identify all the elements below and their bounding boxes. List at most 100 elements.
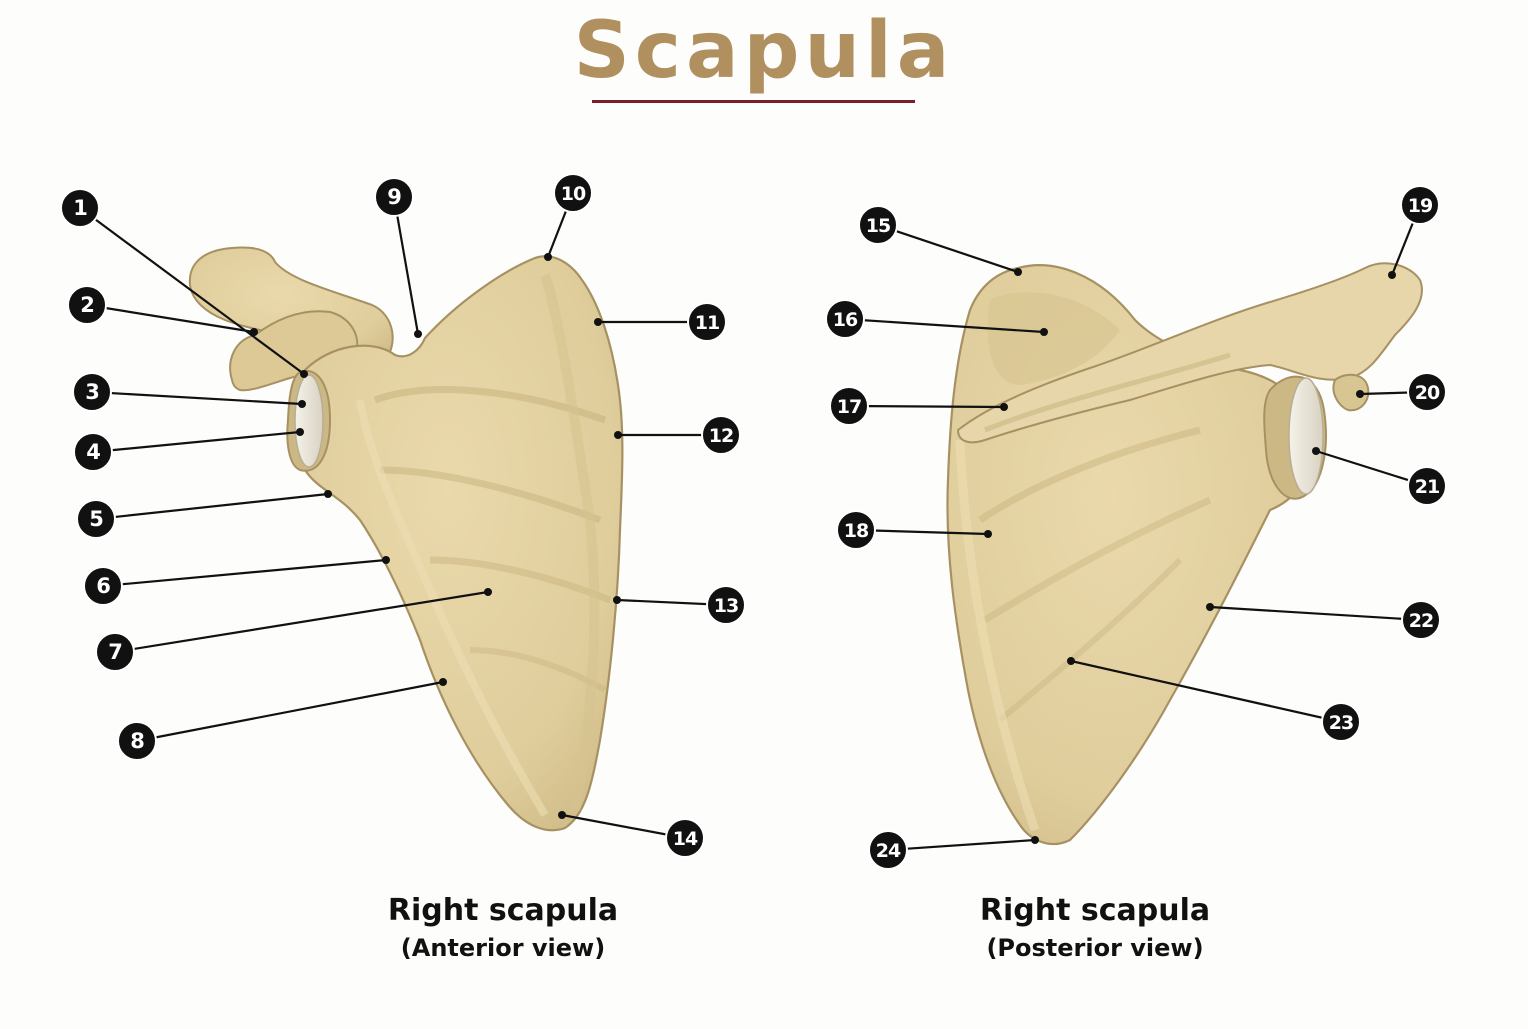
leader-line-9: [392, 196, 420, 335]
pointer-dot-22: [1206, 603, 1214, 611]
caption-posterior-view: (Posterior view): [986, 934, 1204, 962]
marker-13: [706, 585, 746, 625]
marker-number-2: 2: [80, 293, 94, 317]
leader-line-1: [79, 207, 305, 375]
pointer-dot-17: [1000, 403, 1008, 411]
marker-number-7: 7: [108, 640, 122, 664]
pointer-dot-16: [1040, 328, 1048, 336]
leader-line-5: [95, 492, 329, 521]
leader-line-4: [92, 430, 301, 454]
marker-23: [1321, 702, 1361, 742]
marker-number-13: 13: [714, 595, 738, 617]
marker-7: [95, 632, 135, 672]
marker-11: [687, 302, 727, 342]
leader-line-2: [86, 303, 255, 334]
marker-14: [665, 818, 705, 858]
coracoid-posterior: [1332, 373, 1370, 412]
leader-line-15: [877, 223, 1019, 274]
marker-number-19: 19: [1408, 195, 1432, 217]
pointer-dot-18: [984, 530, 992, 538]
leader-line-18: [855, 528, 989, 536]
marker-12: [701, 415, 741, 455]
marker-3: [72, 372, 112, 412]
marker-number-12: 12: [709, 425, 733, 447]
leader-line-17: [848, 404, 1005, 409]
marker-number-21: 21: [1415, 476, 1439, 498]
marker-6: [83, 566, 123, 606]
page-title: Scapula: [573, 6, 955, 96]
pointer-dot-4: [296, 428, 304, 436]
pointer-dot-11: [594, 318, 602, 326]
marker-number-8: 8: [130, 729, 144, 753]
leader-line-24: [887, 838, 1036, 852]
marker-18: [836, 510, 876, 550]
leader-line-22: [1209, 605, 1422, 622]
marker-number-20: 20: [1415, 382, 1440, 404]
marker-number-5: 5: [89, 507, 103, 531]
marker-8: [117, 721, 157, 761]
pointer-dot-6: [382, 556, 390, 564]
pointer-dot-5: [324, 490, 332, 498]
marker-number-10: 10: [561, 183, 586, 205]
scapula-posterior-view: [946, 262, 1423, 846]
marker-15: [858, 205, 898, 245]
marker-number-9: 9: [387, 185, 401, 209]
pointer-dot-9: [414, 330, 422, 338]
pointer-dot-13: [613, 596, 621, 604]
pointer-dot-14: [558, 811, 566, 819]
leader-line-8: [136, 680, 444, 743]
leader-line-23: [1070, 659, 1342, 724]
marker-5: [76, 499, 116, 539]
marker-number-17: 17: [837, 396, 861, 418]
pointer-dot-10: [544, 253, 552, 261]
pointer-dot-8: [439, 678, 447, 686]
leader-line-3: [91, 390, 303, 406]
pointer-dot-3: [298, 400, 306, 408]
caption-posterior-name: Right scapula: [979, 893, 1211, 928]
caption-anterior: Right scapula (Anterior view): [293, 893, 713, 962]
marker-number-4: 4: [86, 440, 100, 464]
pointer-dot-24: [1031, 836, 1039, 844]
marker-9: [374, 177, 414, 217]
marker-number-24: 24: [876, 840, 901, 862]
pointer-dot-2: [250, 328, 258, 336]
leader-line-7: [114, 590, 489, 654]
pointer-dot-7: [484, 588, 492, 596]
marker-number-18: 18: [844, 520, 869, 542]
caption-anterior-view: (Anterior view): [400, 934, 606, 962]
marker-10: [553, 173, 593, 213]
marker-16: [825, 299, 865, 339]
marker-number-11: 11: [695, 312, 719, 334]
marker-17: [829, 386, 869, 426]
pointer-dot-20: [1356, 390, 1364, 398]
pointer-dot-12: [614, 431, 622, 439]
pointer-dot-23: [1067, 657, 1075, 665]
caption-posterior: Right scapula (Posterior view): [885, 893, 1305, 962]
leader-line-16: [844, 317, 1045, 334]
marker-number-1: 1: [73, 196, 87, 220]
leader-line-14: [561, 813, 686, 840]
pointer-dot-15: [1014, 268, 1022, 276]
marker-number-22: 22: [1409, 610, 1433, 632]
marker-number-14: 14: [673, 828, 698, 850]
marker-2: [67, 285, 107, 325]
marker-number-3: 3: [85, 380, 99, 404]
pointer-dot-21: [1312, 447, 1320, 455]
marker-number-15: 15: [866, 215, 890, 237]
pointer-dot-1: [300, 370, 308, 378]
caption-anterior-name: Right scapula: [387, 893, 619, 928]
marker-21: [1407, 466, 1447, 506]
scapula-anterior-view: [188, 246, 624, 832]
marker-22: [1401, 600, 1441, 640]
leader-line-6: [102, 558, 387, 588]
marker-number-6: 6: [96, 574, 110, 598]
marker-number-16: 16: [833, 309, 858, 331]
title-underline: [592, 100, 915, 103]
marker-1: [60, 188, 100, 228]
marker-number-23: 23: [1329, 712, 1353, 734]
marker-24: [868, 830, 908, 870]
marker-19: [1400, 185, 1440, 225]
